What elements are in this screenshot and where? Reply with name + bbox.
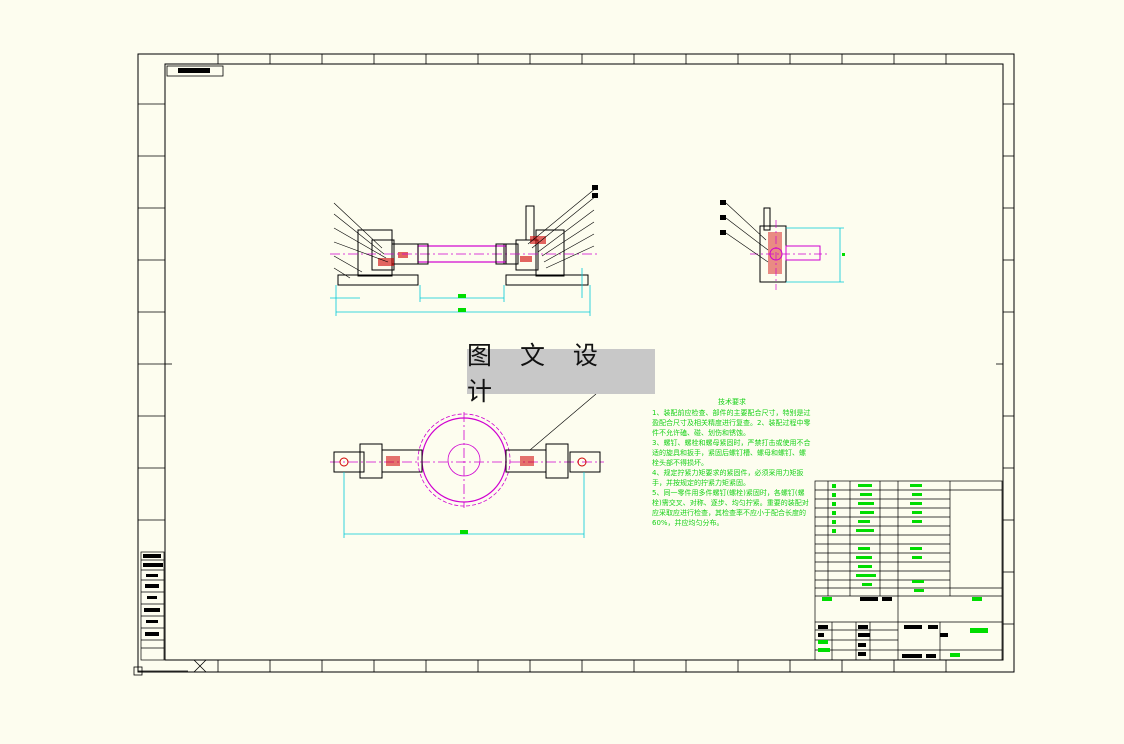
revision-strip: [140, 551, 165, 661]
side-view-assembly: [720, 200, 845, 290]
front-view-assembly: [330, 185, 600, 316]
technical-requirement-item: 1、装配前应检查、部件的主要配合尺寸，特别是过盈配合尺寸及相关精度进行复查。2、…: [652, 409, 811, 437]
technical-requirement-item: 5、同一零件用多件螺钉(螺栓)紧固时，各螺钉(螺栓)需交叉、对称、逐步、均匀拧紧…: [652, 489, 809, 527]
title-block: [814, 480, 1003, 661]
drawing-number-box: [166, 65, 224, 77]
drawing-border: [137, 53, 1015, 673]
zone-markers: [138, 54, 1014, 672]
technical-requirements-title: 技术要求: [718, 398, 746, 406]
technical-requirement-item: 3、螺钉、螺栓和螺母紧固时，严禁打击或使用不合适的旋具和扳手，紧固后螺钉槽、螺母…: [652, 439, 811, 467]
title-block-black-marks: [818, 597, 948, 658]
top-view-assembly: [330, 393, 604, 538]
technical-requirements-notes: 技术要求 1、装配前应检查、部件的主要配合尺寸，特别是过盈配合尺寸及相关精度进行…: [652, 397, 812, 528]
title-block-text-marks: [818, 484, 988, 657]
ucs-icon: [133, 659, 207, 676]
technical-requirement-item: 4、规定拧紧力矩要求的紧固件，必须采用力矩扳手，并按规定的拧紧力矩紧固。: [652, 469, 804, 487]
watermark-label: 图 文 设 计: [467, 341, 655, 406]
